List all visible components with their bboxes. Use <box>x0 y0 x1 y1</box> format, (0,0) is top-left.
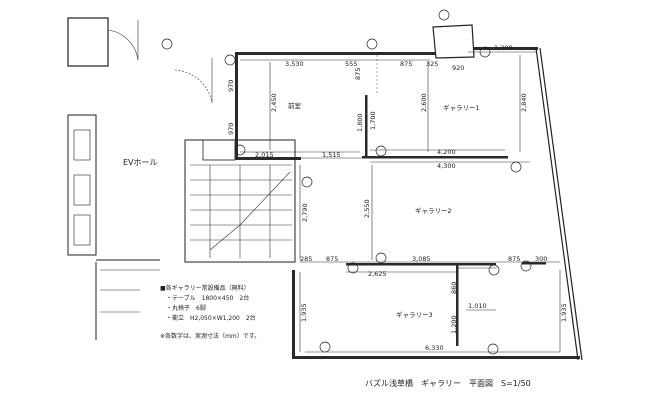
dim-2015: 2,015 <box>255 151 274 159</box>
dim-1935-b: 1,935 <box>560 303 568 322</box>
dim-875-a: 875 <box>326 255 338 263</box>
dim-6330: 6,330 <box>425 344 444 352</box>
room-office-label: 前室 <box>288 101 302 110</box>
dim-3085: 3,085 <box>412 255 431 263</box>
legend: ■各ギャラリー常設備品（無料） ・テーブル 1800×450 2台 ・丸椅子 6… <box>160 284 260 340</box>
legend-note: ※各数字は、実測寸法（mm）です。 <box>160 332 260 340</box>
dim-4300: 4,300 <box>437 162 456 170</box>
partitions <box>300 55 546 346</box>
dim-2550: 2,550 <box>363 199 371 218</box>
dim-970-b: 970 <box>227 123 235 135</box>
dim-1390: 1,390 <box>494 44 513 52</box>
dim-860: 860 <box>450 282 458 294</box>
dim-3530: 3,530 <box>285 60 304 68</box>
dim-970-a: 970 <box>227 80 235 92</box>
dimension-texts: 3,530 555 875 325 920 1,390 2,450 875 2,… <box>227 44 568 352</box>
dim-2840: 2,840 <box>520 93 528 112</box>
dim-1200: 1,200 <box>450 315 458 334</box>
legend-item-chairs: ・丸椅子 6脚 <box>166 304 206 312</box>
ev-hall-label: EVホール <box>123 158 158 167</box>
dim-2600: 2,600 <box>420 93 428 112</box>
dimension-lines <box>240 51 561 353</box>
room-labels: 前室 ギャラリー1 ギャラリー2 ギャラリー3 EVホール <box>123 101 480 319</box>
dim-1800: 1,800 <box>356 113 364 132</box>
legend-item-partition: ・衝立 H2,050×W1,200 2台 <box>166 314 256 322</box>
dim-555: 555 <box>345 60 357 68</box>
room-gallery2-label: ギャラリー2 <box>415 207 452 215</box>
dim-875-top: 875 <box>400 60 412 68</box>
dim-875-b: 875 <box>508 255 520 263</box>
dim-1700: 1,700 <box>369 111 377 130</box>
dim-875-v: 875 <box>354 68 362 80</box>
plan-title: バズル浅草橋 ギャラリー 平面図 S=1/50 <box>365 378 531 388</box>
dim-2790: 2,790 <box>301 203 309 222</box>
dim-4200: 4,200 <box>437 148 456 156</box>
dim-1010: 1,010 <box>468 302 487 310</box>
dim-2625: 2,625 <box>368 270 387 278</box>
dim-1935-a: 1,935 <box>300 303 308 322</box>
dim-920: 920 <box>452 64 464 72</box>
legend-heading: ■各ギャラリー常設備品（無料） <box>160 284 250 292</box>
dim-2450: 2,450 <box>270 93 278 112</box>
dim-325: 325 <box>426 60 438 68</box>
dim-300: 300 <box>535 255 547 263</box>
room-gallery3-label: ギャラリー3 <box>396 311 433 319</box>
dim-1515: 1,515 <box>322 151 341 159</box>
dim-285: 285 <box>300 255 312 263</box>
column-top <box>432 24 475 59</box>
stair-area <box>67 17 296 340</box>
outer-walls <box>235 47 583 361</box>
room-gallery1-label: ギャラリー1 <box>443 104 480 112</box>
legend-item-table: ・テーブル 1800×450 2台 <box>166 294 249 302</box>
